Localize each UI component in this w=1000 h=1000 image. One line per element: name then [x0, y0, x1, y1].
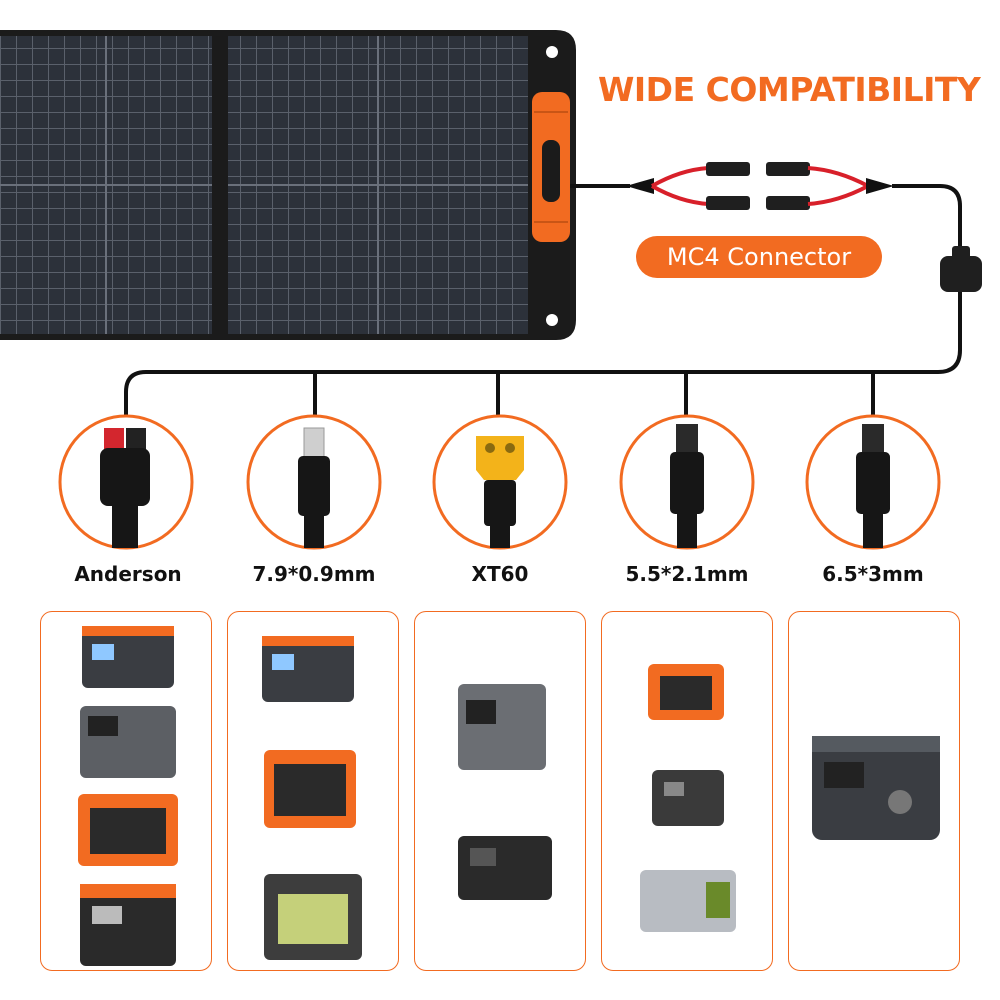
plug-label-7-9: 7.9*0.9mm	[252, 562, 376, 586]
product-box-5-5	[601, 611, 773, 971]
mc4-connector-label: MC4 Connector	[636, 236, 882, 278]
solar-panel-icon	[0, 30, 576, 340]
dc-barrel-plug-icon	[805, 414, 941, 550]
plug-label-6-5: 6.5*3mm	[822, 562, 924, 586]
power-station-icon	[78, 626, 940, 966]
dc-barrel-plug-icon	[619, 414, 755, 550]
anderson-plug-icon	[58, 414, 194, 550]
plug-label-anderson: Anderson	[74, 562, 182, 586]
mc4-connector-icon	[626, 162, 894, 210]
product-box-7-9	[227, 611, 399, 971]
product-box-anderson	[40, 611, 212, 971]
product-box-xt60	[414, 611, 586, 971]
product-box-6-5	[788, 611, 960, 971]
dc-barrel-plug-icon	[246, 414, 382, 550]
plug-label-xt60: XT60	[471, 562, 529, 586]
page-title: WIDE COMPATIBILITY	[598, 70, 981, 109]
xt60-plug-icon	[432, 414, 568, 550]
plug-label-5-5: 5.5*2.1mm	[625, 562, 749, 586]
